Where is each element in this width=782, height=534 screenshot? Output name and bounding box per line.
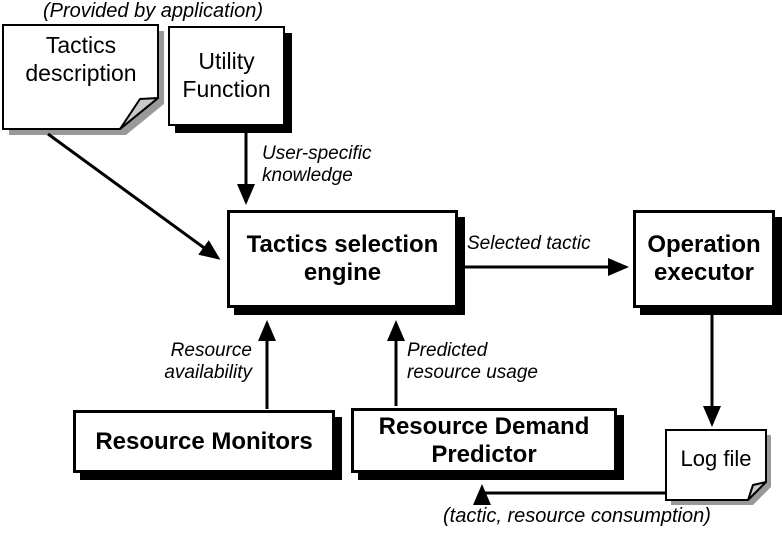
arrow-log-file-to-predictor bbox=[473, 484, 666, 505]
user-specific-knowledge-label: User-specific knowledge bbox=[262, 143, 372, 186]
tactic-resource-consumption-label: (tactic, resource consumption) bbox=[443, 505, 711, 527]
resource-monitors-box: Resource Monitors bbox=[73, 410, 335, 473]
log-file-note: Log file bbox=[680, 446, 752, 471]
resource-demand-predictor-box: Resource Demand Predictor bbox=[351, 408, 617, 473]
operation-executor-box: Operation executor bbox=[633, 210, 775, 308]
utility-function-box: Utility Function bbox=[168, 26, 285, 126]
log-file-note-shape bbox=[665, 429, 771, 505]
arrow-tactics-description-to-engine bbox=[47, 132, 221, 260]
provided-by-application-label: (Provided by application) bbox=[42, 0, 264, 22]
resource-availability-label: Resource availability bbox=[164, 340, 252, 383]
tactics-selection-engine-box: Tactics selection engine bbox=[227, 210, 458, 308]
selected-tactic-label: Selected tactic bbox=[467, 233, 591, 254]
tactics-description-note: Tactics description bbox=[25, 32, 137, 86]
predicted-resource-usage-label: Predicted resource usage bbox=[407, 340, 538, 383]
tactics-description-note-shape bbox=[2, 24, 164, 135]
